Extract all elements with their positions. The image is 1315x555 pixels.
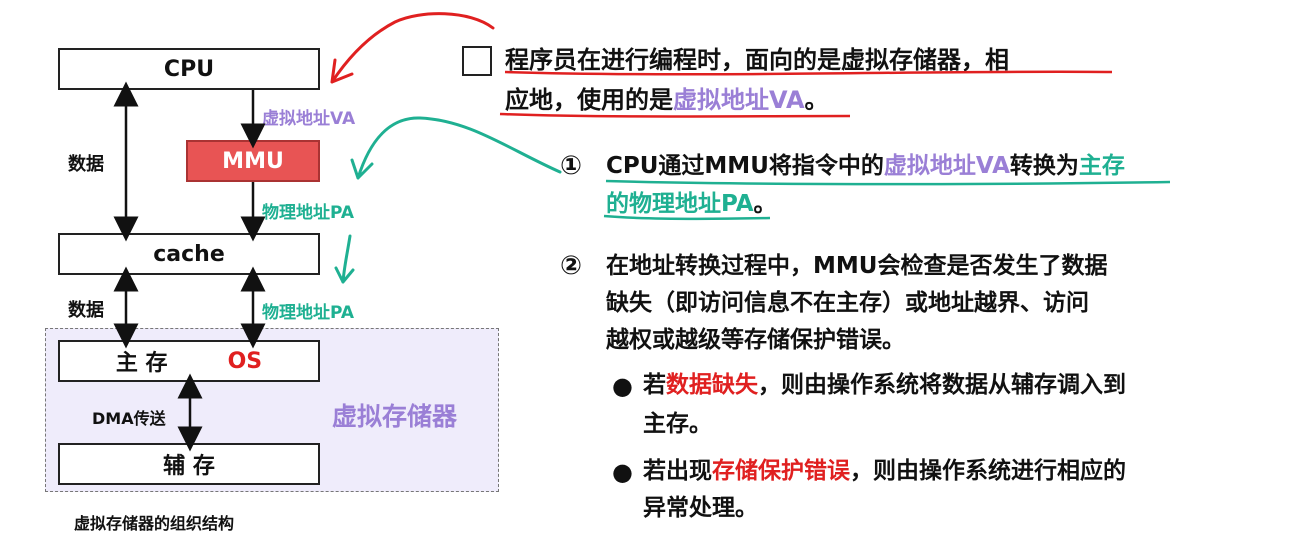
data-label-upper: 数据	[68, 154, 104, 175]
item1-marker: ①	[560, 151, 583, 181]
vm-region-label: 虚拟存储器	[332, 402, 458, 431]
bullet-dot-icon: ●	[612, 458, 633, 486]
red-underline-2	[499, 112, 851, 118]
cpu-box: CPU	[58, 48, 320, 90]
item2-line-3: 越权或越级等存储保护错误。	[606, 327, 905, 353]
aux-memory-label: 辅 存	[163, 454, 215, 479]
red-underline-1	[504, 70, 1113, 76]
item1-line-1: CPU通过MMU将指令中的虚拟地址VA转换为主存	[606, 153, 1125, 179]
red-annotation-stroke	[330, 12, 495, 84]
bullet1-line-2: 主存。	[643, 411, 712, 437]
pa-label-lower: 物理地址PA	[262, 303, 355, 323]
paragraph-line-1: 程序员在进行编程时，面向的是虚拟存储器，相	[505, 46, 1009, 74]
cache-label: cache	[153, 241, 225, 267]
diagram-caption: 虚拟存储器的组织结构	[74, 514, 235, 533]
dma-label: DMA传送	[92, 409, 166, 428]
bullet1-line-1: 若数据缺失，则由操作系统将数据从辅存调入到	[643, 372, 1126, 398]
va-label: 虚拟地址VA	[262, 109, 356, 129]
bullet-dot-icon: ●	[612, 372, 633, 400]
cpu-label: CPU	[163, 56, 215, 82]
data-label-lower: 数据	[68, 300, 104, 321]
os-label: OS	[227, 348, 263, 374]
bullet2-line-1: 若出现存储保护错误，则由操作系统进行相应的	[643, 458, 1126, 484]
bullet2-line-2: 异常处理。	[643, 495, 758, 521]
paragraph-line-2: 应地，使用的是虚拟地址VA。	[505, 86, 829, 114]
main-memory-label: 主 存	[115, 351, 168, 376]
item2-line-2: 缺失（即访问信息不在主存）或地址越界、访问	[606, 290, 1089, 316]
cache-box: cache	[58, 233, 320, 275]
checkbox-icon	[462, 46, 492, 76]
green-underline-2	[603, 214, 771, 221]
item2-marker: ②	[560, 251, 583, 281]
pa-label-upper: 物理地址PA	[262, 203, 355, 223]
green-annotation-arrow	[334, 234, 355, 284]
item2-line-1: 在地址转换过程中，MMU会检查是否发生了数据	[606, 253, 1108, 279]
mmu-label: MMU	[222, 148, 284, 174]
green-annotation-stroke	[350, 116, 562, 180]
green-underline-1	[605, 179, 1171, 186]
item1-line-2: 的物理地址PA。	[606, 191, 777, 217]
